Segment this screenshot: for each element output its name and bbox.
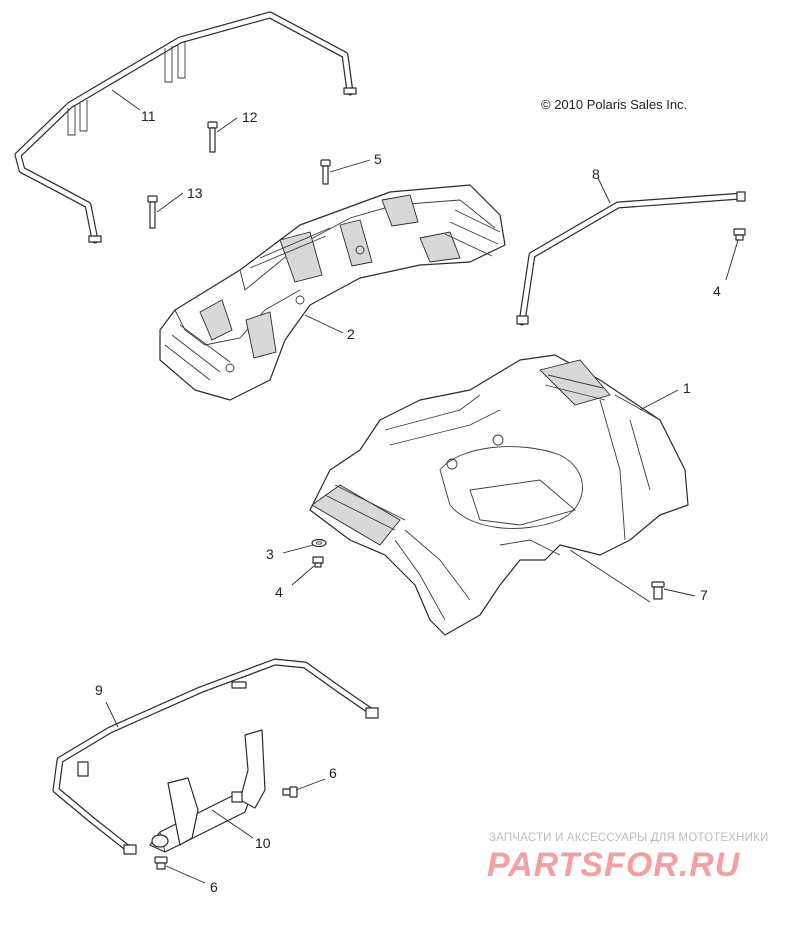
bolt-13 xyxy=(147,195,158,229)
watermark-logo: PARTSFOR.RU xyxy=(487,846,741,884)
callout-4-lower: 4 xyxy=(275,584,283,600)
callout-9: 9 xyxy=(95,682,103,698)
callout-11: 11 xyxy=(141,108,156,124)
lower-rail-9 xyxy=(52,658,379,855)
side-rail-8 xyxy=(516,191,746,326)
rear-rack-2 xyxy=(159,184,506,401)
watermark-tagline: ЗАПЧАСТИ И АКСЕССУАРЫ ДЛЯ МОТОТЕХНИКИ xyxy=(489,832,769,844)
bolt-12 xyxy=(207,121,218,153)
nut-4-upper xyxy=(733,228,746,241)
callout-5: 5 xyxy=(374,151,382,167)
callout-1: 1 xyxy=(683,380,691,396)
callout-6-upper: 6 xyxy=(329,765,337,781)
callout-3: 3 xyxy=(266,546,274,562)
rear-cab-1 xyxy=(309,354,689,636)
screw-6-upper xyxy=(282,786,298,798)
callout-6-lower: 6 xyxy=(210,879,218,895)
callout-4-upper: 4 xyxy=(713,283,721,299)
bolt-5 xyxy=(320,159,331,185)
washer-3 xyxy=(311,538,327,548)
hitch-bracket-10 xyxy=(149,729,266,853)
screw-6-lower xyxy=(154,856,168,870)
callout-2: 2 xyxy=(347,326,355,342)
callout-labels: 11 12 5 13 2 8 4 1 3 4 7 9 6 10 6 xyxy=(95,108,721,895)
callout-10: 10 xyxy=(255,835,271,851)
rack-rail-11 xyxy=(14,11,357,244)
callout-8: 8 xyxy=(592,166,600,182)
callout-13: 13 xyxy=(187,185,203,201)
callout-12: 12 xyxy=(242,109,258,125)
callout-7: 7 xyxy=(700,587,708,603)
push-pin-7 xyxy=(651,581,665,600)
nut-4-lower xyxy=(312,556,324,568)
leader-lines xyxy=(105,89,739,884)
copyright-notice: © 2010 Polaris Sales Inc. xyxy=(541,97,688,112)
